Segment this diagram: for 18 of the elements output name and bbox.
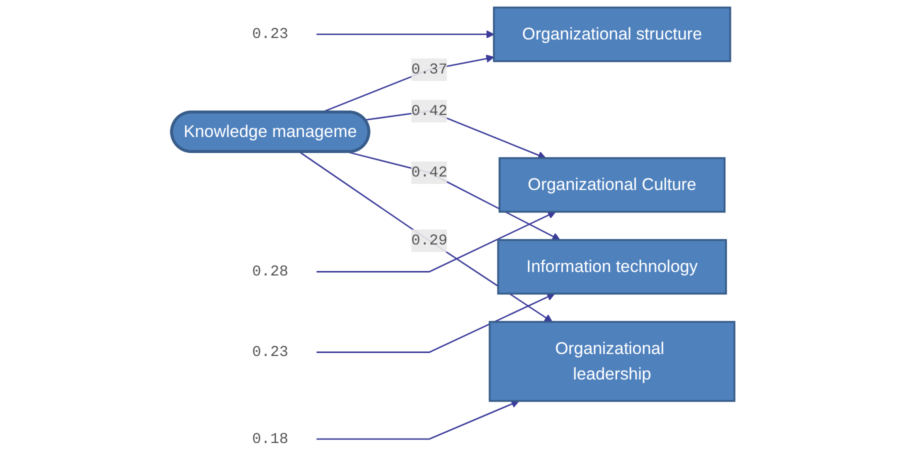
arrow — [347, 151, 560, 240]
edge-label: 0.37 — [411, 61, 448, 78]
node-box: Organizational leadership — [488, 320, 736, 402]
node-text: 0.18 — [252, 430, 288, 448]
edge-label: 0.42 — [411, 102, 448, 120]
node-text: 0.23 — [252, 26, 288, 43]
node-text: 0.23 — [252, 344, 288, 361]
node-text: 0.28 — [252, 263, 288, 280]
node-box: Information technology — [497, 239, 727, 295]
arrow — [316, 211, 556, 272]
arrow — [299, 151, 553, 322]
edge-label: 0.42 — [411, 164, 448, 182]
arrow — [316, 30, 494, 38]
arrow — [316, 293, 556, 353]
node-box: Organizational Culture — [498, 157, 726, 213]
arrow — [316, 400, 520, 440]
edge-label: 0.29 — [411, 232, 448, 250]
node-box: Organizational structure — [492, 6, 732, 62]
